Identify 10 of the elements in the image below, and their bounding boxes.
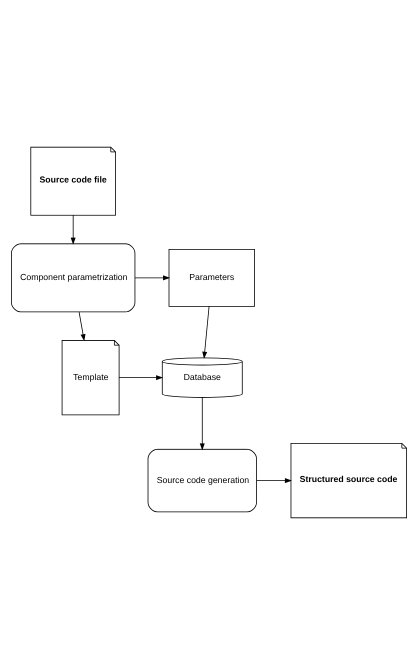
- arrow: [256, 478, 292, 483]
- arrow: [118, 374, 164, 380]
- arrow: [78, 311, 86, 341]
- node-box: Parameters: [168, 248, 255, 306]
- arrow: [134, 274, 170, 280]
- arrow: [202, 306, 210, 358]
- arrow: [70, 214, 76, 244]
- node-box: Component parametrization: [11, 242, 136, 312]
- arrow: [200, 396, 205, 450]
- node-box: Source code generation: [148, 448, 257, 512]
